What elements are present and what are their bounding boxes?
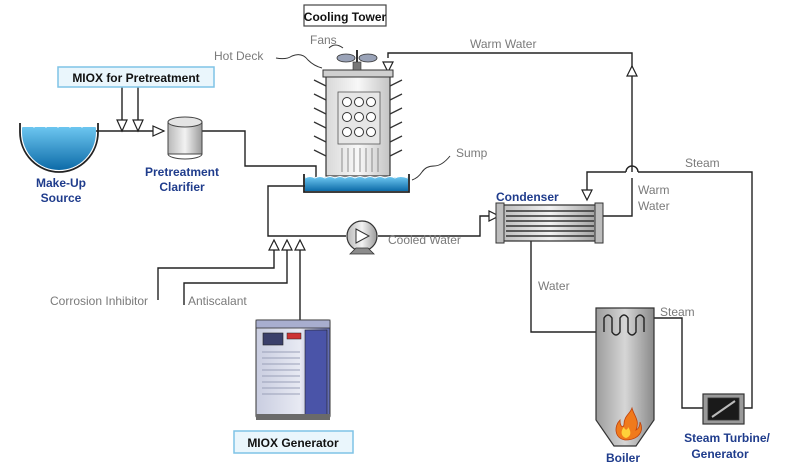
fans-pointer	[328, 44, 344, 49]
arrow-warm-up	[626, 64, 638, 77]
warm-water-top-label: Warm Water	[470, 37, 536, 51]
pump-icon	[346, 220, 378, 255]
clarifier-tank	[167, 116, 203, 160]
turbine-label-line2: Generator	[691, 447, 749, 461]
miox-generator-box	[233, 430, 354, 454]
miox-pretreatment-box	[57, 66, 215, 88]
turbine-generator-unit	[702, 393, 745, 425]
condenser-unit	[495, 202, 604, 244]
sump-pointer	[411, 155, 451, 181]
arrow-steam-down	[581, 189, 593, 202]
makeup-source-basin	[19, 123, 99, 173]
pipes	[96, 52, 753, 409]
cooling-tower-title: Cooling Tower	[304, 10, 387, 24]
fans-label: Fans	[310, 33, 337, 47]
arrow-down-1	[116, 119, 128, 133]
warm-label-line2: Water	[638, 199, 670, 213]
sump-label: Sump	[456, 146, 488, 160]
antiscalant-label: Antiscalant	[188, 294, 247, 308]
cooled-water-label: Cooled Water	[388, 233, 461, 247]
arrow-up-2	[281, 238, 293, 251]
flame-icon	[615, 406, 642, 441]
water-label: Water	[538, 279, 570, 293]
sump-basin	[303, 174, 410, 193]
fan-icon	[336, 50, 378, 71]
miox-pretreatment-label: MIOX for Pretreatment	[72, 71, 199, 85]
cooling-tower-title-box	[303, 4, 387, 27]
hot-deck-label: Hot Deck	[214, 49, 264, 63]
turbine-label-line1: Steam Turbine/	[684, 431, 770, 445]
warm-label-line1: Warm	[638, 183, 670, 197]
cooling-tower-structure	[313, 69, 403, 177]
arrow-up-1	[268, 238, 280, 251]
miox-generator-unit	[255, 319, 331, 420]
boiler-unit	[595, 307, 655, 447]
condenser-label: Condenser	[496, 190, 559, 204]
steam-right-label: Steam	[685, 156, 720, 170]
arrow-to-tower	[382, 61, 394, 74]
arrow-to-condenser	[488, 210, 501, 222]
clarifier-label-line1: Pretreatment	[145, 165, 219, 179]
miox-generator-label: MIOX Generator	[247, 436, 339, 450]
arrow-up-3	[294, 238, 306, 251]
steam-lower-label: Steam	[660, 305, 695, 319]
makeup-label-line2: Source	[41, 191, 82, 205]
clarifier-label-line2: Clarifier	[159, 180, 205, 194]
makeup-label-line1: Make-Up	[36, 176, 86, 190]
arrow-down-2	[132, 119, 144, 133]
corrosion-inhibitor-label: Corrosion Inhibitor	[50, 294, 148, 308]
hot-deck-pointer	[275, 54, 323, 69]
arrow-to-clarifier	[152, 125, 166, 137]
boiler-label: Boiler	[606, 451, 640, 465]
